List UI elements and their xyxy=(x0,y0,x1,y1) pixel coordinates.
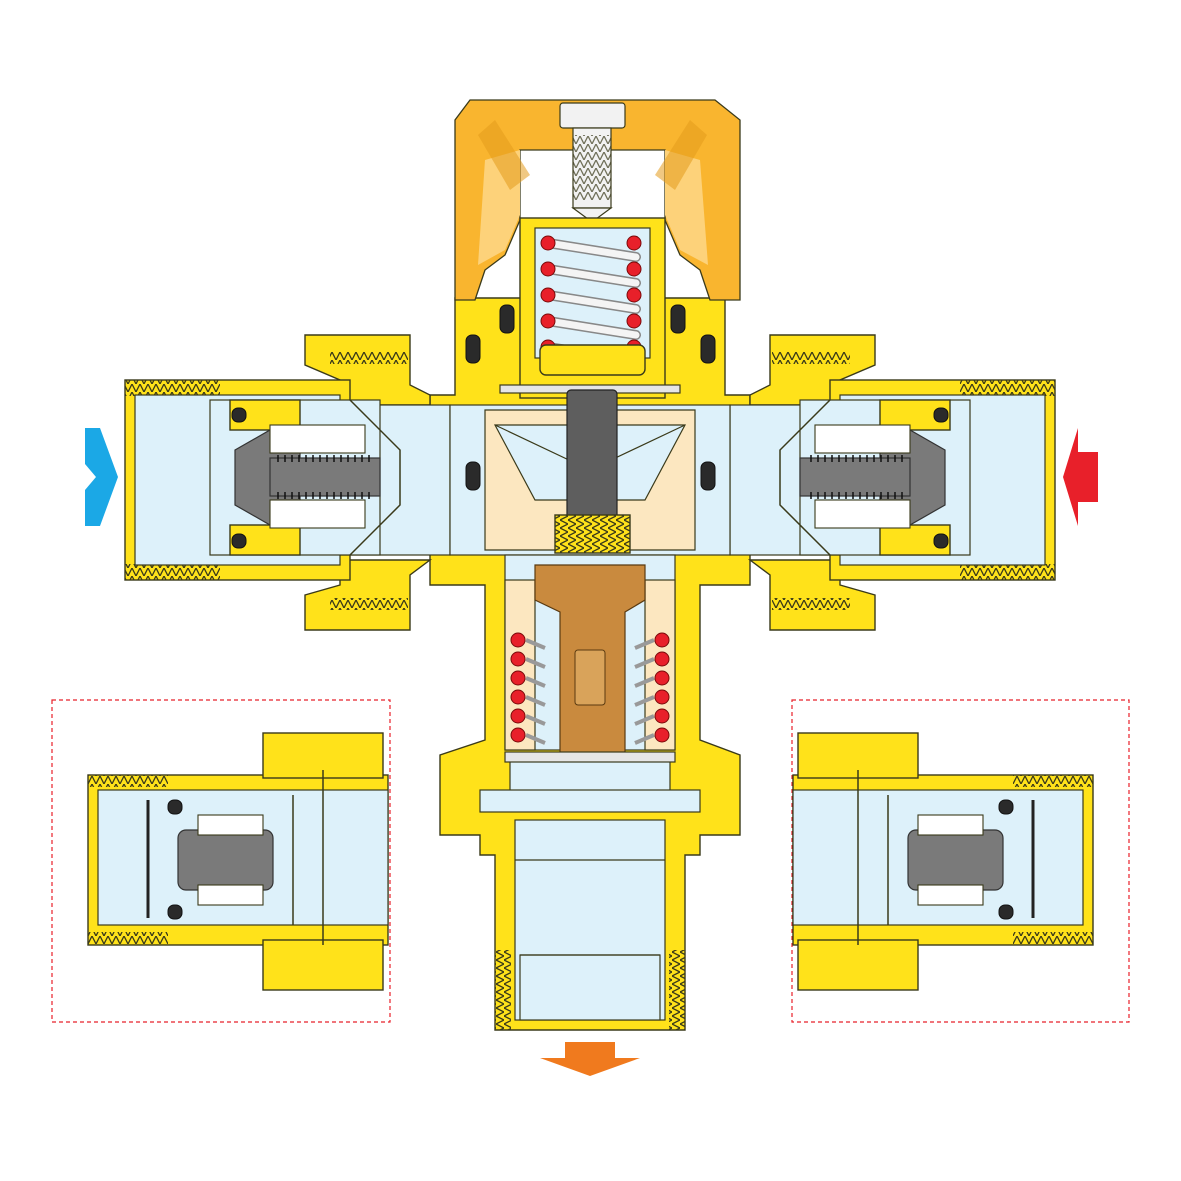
detail-frame-right xyxy=(791,699,1130,1023)
cold-arrow-icon xyxy=(85,428,118,526)
top-spring xyxy=(465,217,716,491)
left-check-valve xyxy=(209,399,401,556)
detail-right xyxy=(792,732,1094,991)
detail-left xyxy=(87,732,389,991)
sensor-assembly xyxy=(504,564,676,763)
hot-arrow-icon xyxy=(1063,428,1098,526)
adjustment-knob xyxy=(454,99,741,301)
right-check-valve xyxy=(779,399,971,556)
detail-frame-left xyxy=(51,699,391,1023)
thermostatic-cartridge xyxy=(484,389,696,554)
mixed-outlet-arrow-icon xyxy=(540,1042,640,1076)
